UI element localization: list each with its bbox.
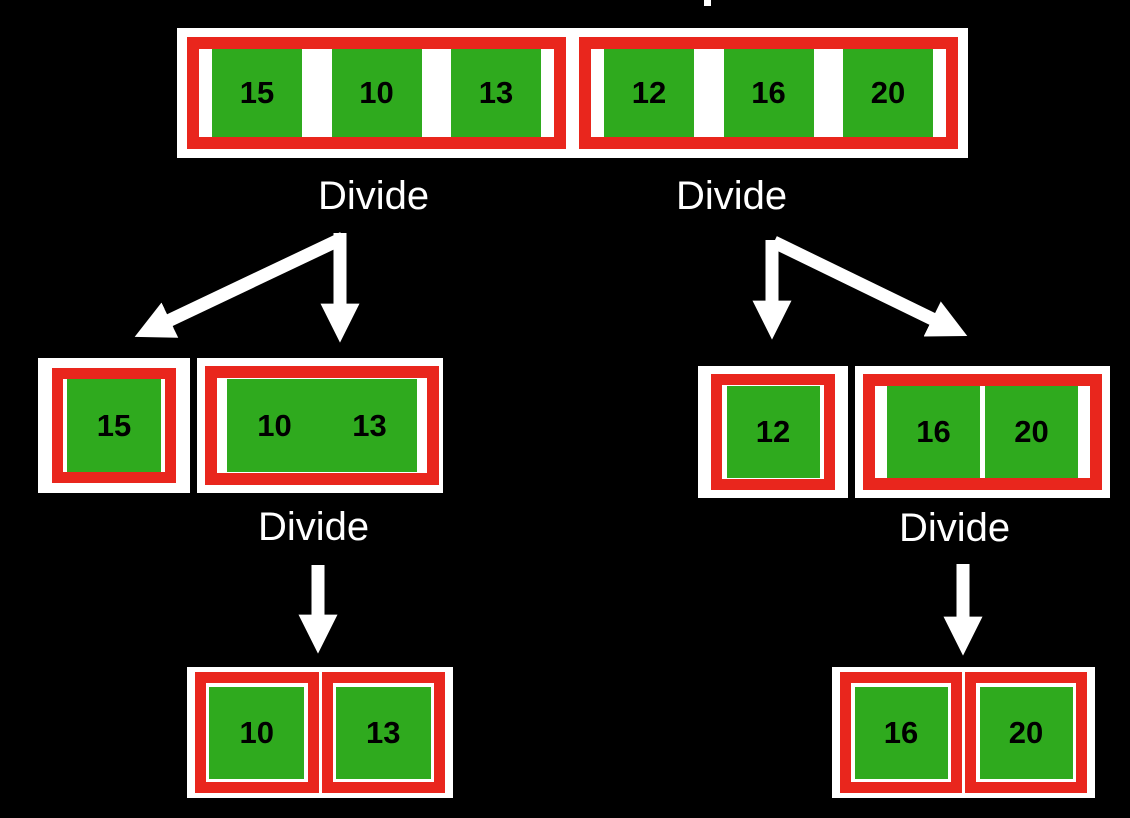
- subarray-frame: 15: [52, 368, 176, 483]
- cropped-title-remnant: [704, 0, 711, 6]
- array-cell: 16: [723, 49, 814, 137]
- divide-label: Divide: [899, 506, 1011, 550]
- root-right-subarray-frame: 12 16 20: [579, 37, 958, 149]
- subarray-frame: 10 13: [205, 366, 439, 485]
- array-cell: 20: [985, 386, 1078, 478]
- subarray-container: 12: [698, 366, 848, 498]
- array-cell: 10: [227, 379, 322, 472]
- divide-label: Divide: [258, 505, 370, 549]
- array-cell: 16: [887, 386, 980, 478]
- array-cell: 12: [604, 49, 694, 137]
- array-cell: 13: [335, 686, 431, 779]
- array-cell: 13: [322, 379, 417, 472]
- array-cell: 16: [854, 686, 948, 779]
- subarray-frame: 16 20: [863, 374, 1102, 490]
- divide-label: Divide: [318, 174, 430, 218]
- leaf-array-container: 16 20: [832, 667, 1095, 798]
- array-cell: 10: [209, 686, 305, 779]
- array-cell: 20: [843, 49, 933, 137]
- array-cell: 12: [726, 386, 820, 478]
- arrow-diagonal-left-icon: [134, 232, 346, 338]
- divide-label: Divide: [676, 174, 788, 218]
- subarray-frame: 12: [711, 374, 835, 490]
- array-cell: 20: [979, 686, 1073, 779]
- array-cell: 10: [331, 49, 422, 137]
- array-cell: 15: [67, 379, 161, 472]
- subarray-container: 16 20: [855, 366, 1110, 498]
- root-array-container: 15 10 13 12 16 20: [177, 28, 968, 158]
- array-cell: 15: [212, 49, 302, 137]
- leaf-frame: 20: [965, 672, 1087, 793]
- subarray-container: 10 13: [197, 358, 443, 493]
- leaf-frame: 16: [840, 672, 962, 793]
- leaf-frame: 13: [321, 672, 445, 793]
- root-left-subarray-frame: 15 10 13: [187, 37, 566, 149]
- leaf-array-container: 10 13: [187, 667, 453, 798]
- arrow-diagonal-right-icon: [771, 236, 968, 337]
- leaf-frame: 10: [195, 672, 319, 793]
- array-cell: 13: [451, 49, 541, 137]
- subarray-container: 15: [38, 358, 190, 493]
